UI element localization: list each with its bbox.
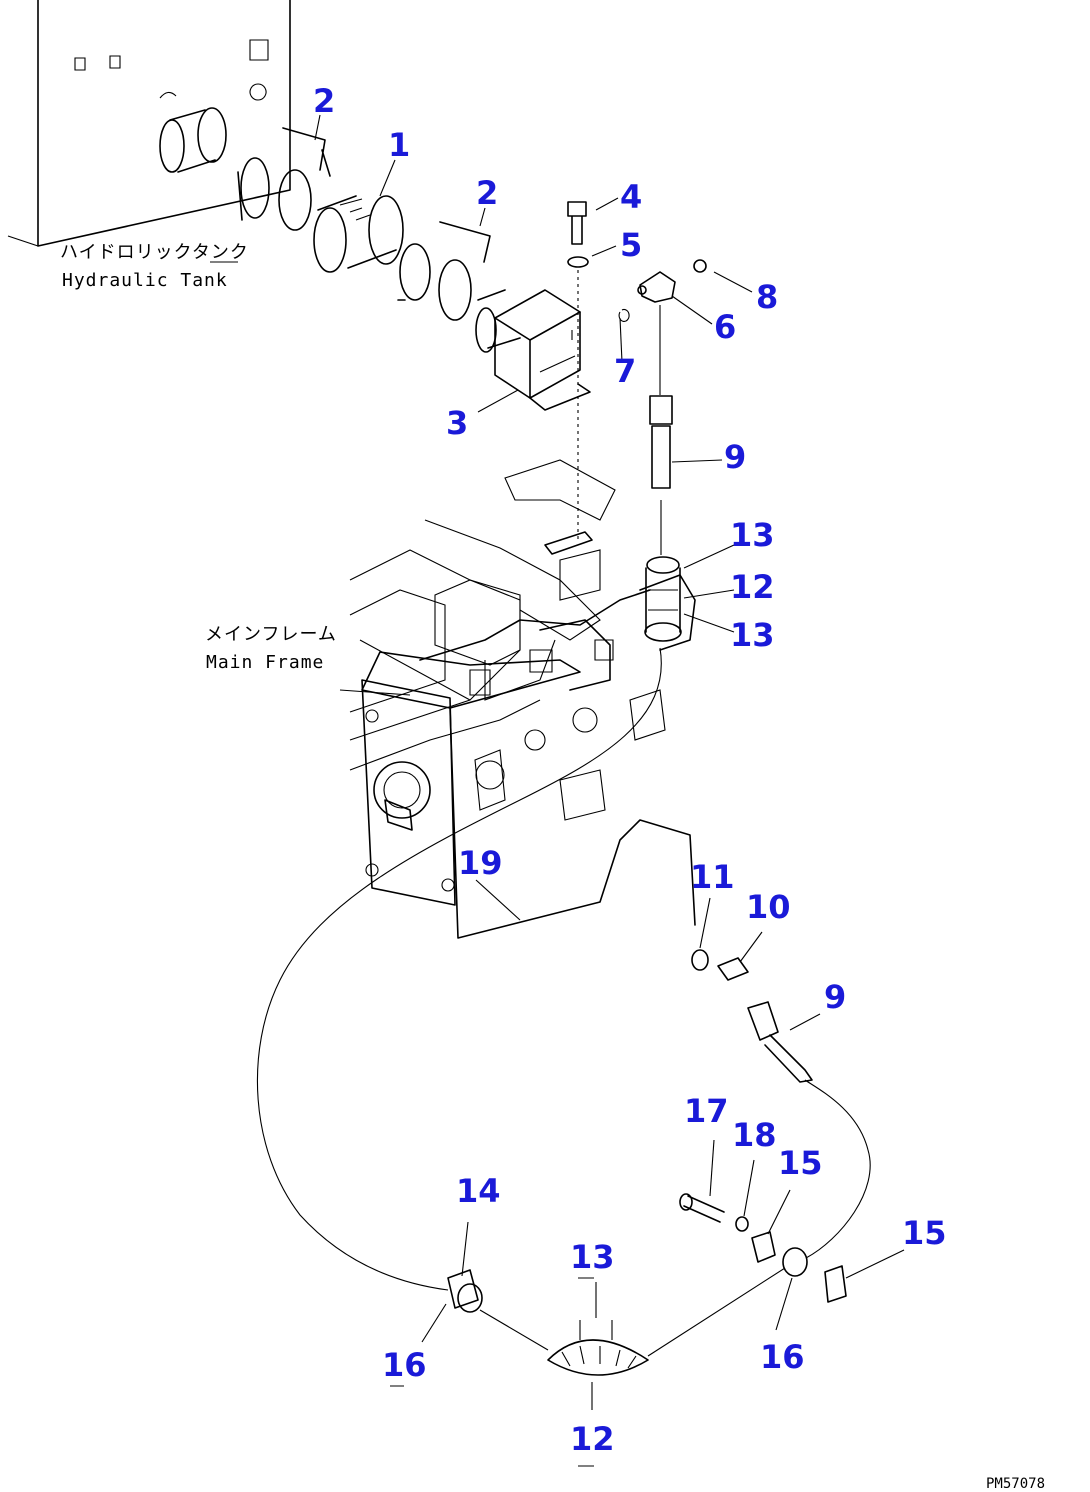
callout-9b: 9 [824, 978, 846, 1016]
callout-13a: 13 [730, 516, 775, 554]
hydraulic-tank-label-jp: ハイドロリックタンク [60, 242, 249, 263]
hydraulic-pump [361, 574, 696, 939]
callout-16a: 16 [382, 1346, 427, 1384]
callout-17: 17 [684, 1092, 729, 1130]
callout-16b: 16 [760, 1338, 805, 1376]
callout-8: 8 [756, 278, 778, 316]
bolt-and-washer [544, 201, 593, 555]
callout-9a: 9 [724, 438, 746, 476]
callout-18: 18 [732, 1116, 777, 1154]
callout-4: 4 [620, 178, 642, 216]
callout-10: 10 [746, 888, 791, 926]
main-frame [339, 459, 616, 771]
callout-15a: 15 [778, 1144, 823, 1182]
callout-12b: 12 [570, 1420, 615, 1458]
hose-route [256, 647, 871, 1357]
callout-7: 7 [614, 352, 636, 390]
callouts: 1 2 2 3 4 5 6 7 8 9 9 10 11 12 12 13 13 … [313, 82, 947, 1458]
suction-hose-assembly [237, 127, 521, 349]
callout-1: 1 [388, 126, 410, 164]
callout-15b: 15 [902, 1214, 947, 1252]
callout-3: 3 [446, 404, 468, 442]
callout-12a: 12 [730, 568, 775, 606]
hose-clamps [447, 1193, 847, 1376]
hydraulic-tank-label-en: Hydraulic Tank [62, 270, 228, 291]
drawing-code: PM57078 [986, 1476, 1045, 1492]
callout-6: 6 [714, 308, 736, 346]
callout-11: 11 [690, 858, 735, 896]
callout-13c: 13 [570, 1238, 615, 1276]
callout-5: 5 [620, 226, 642, 264]
main-frame-label-jp: メインフレーム [205, 624, 337, 645]
callout-13b: 13 [730, 616, 775, 654]
sensor-parts [618, 259, 707, 642]
callout-2a: 2 [313, 82, 335, 120]
callout-14: 14 [456, 1172, 501, 1210]
callout-19: 19 [458, 844, 503, 882]
hydraulic-tank [7, 0, 291, 247]
callout-2b: 2 [476, 174, 498, 212]
leader-lines [210, 114, 905, 1467]
main-frame-label-en: Main Frame [206, 652, 324, 673]
pump-fittings [691, 949, 813, 1083]
block-part [475, 289, 591, 411]
